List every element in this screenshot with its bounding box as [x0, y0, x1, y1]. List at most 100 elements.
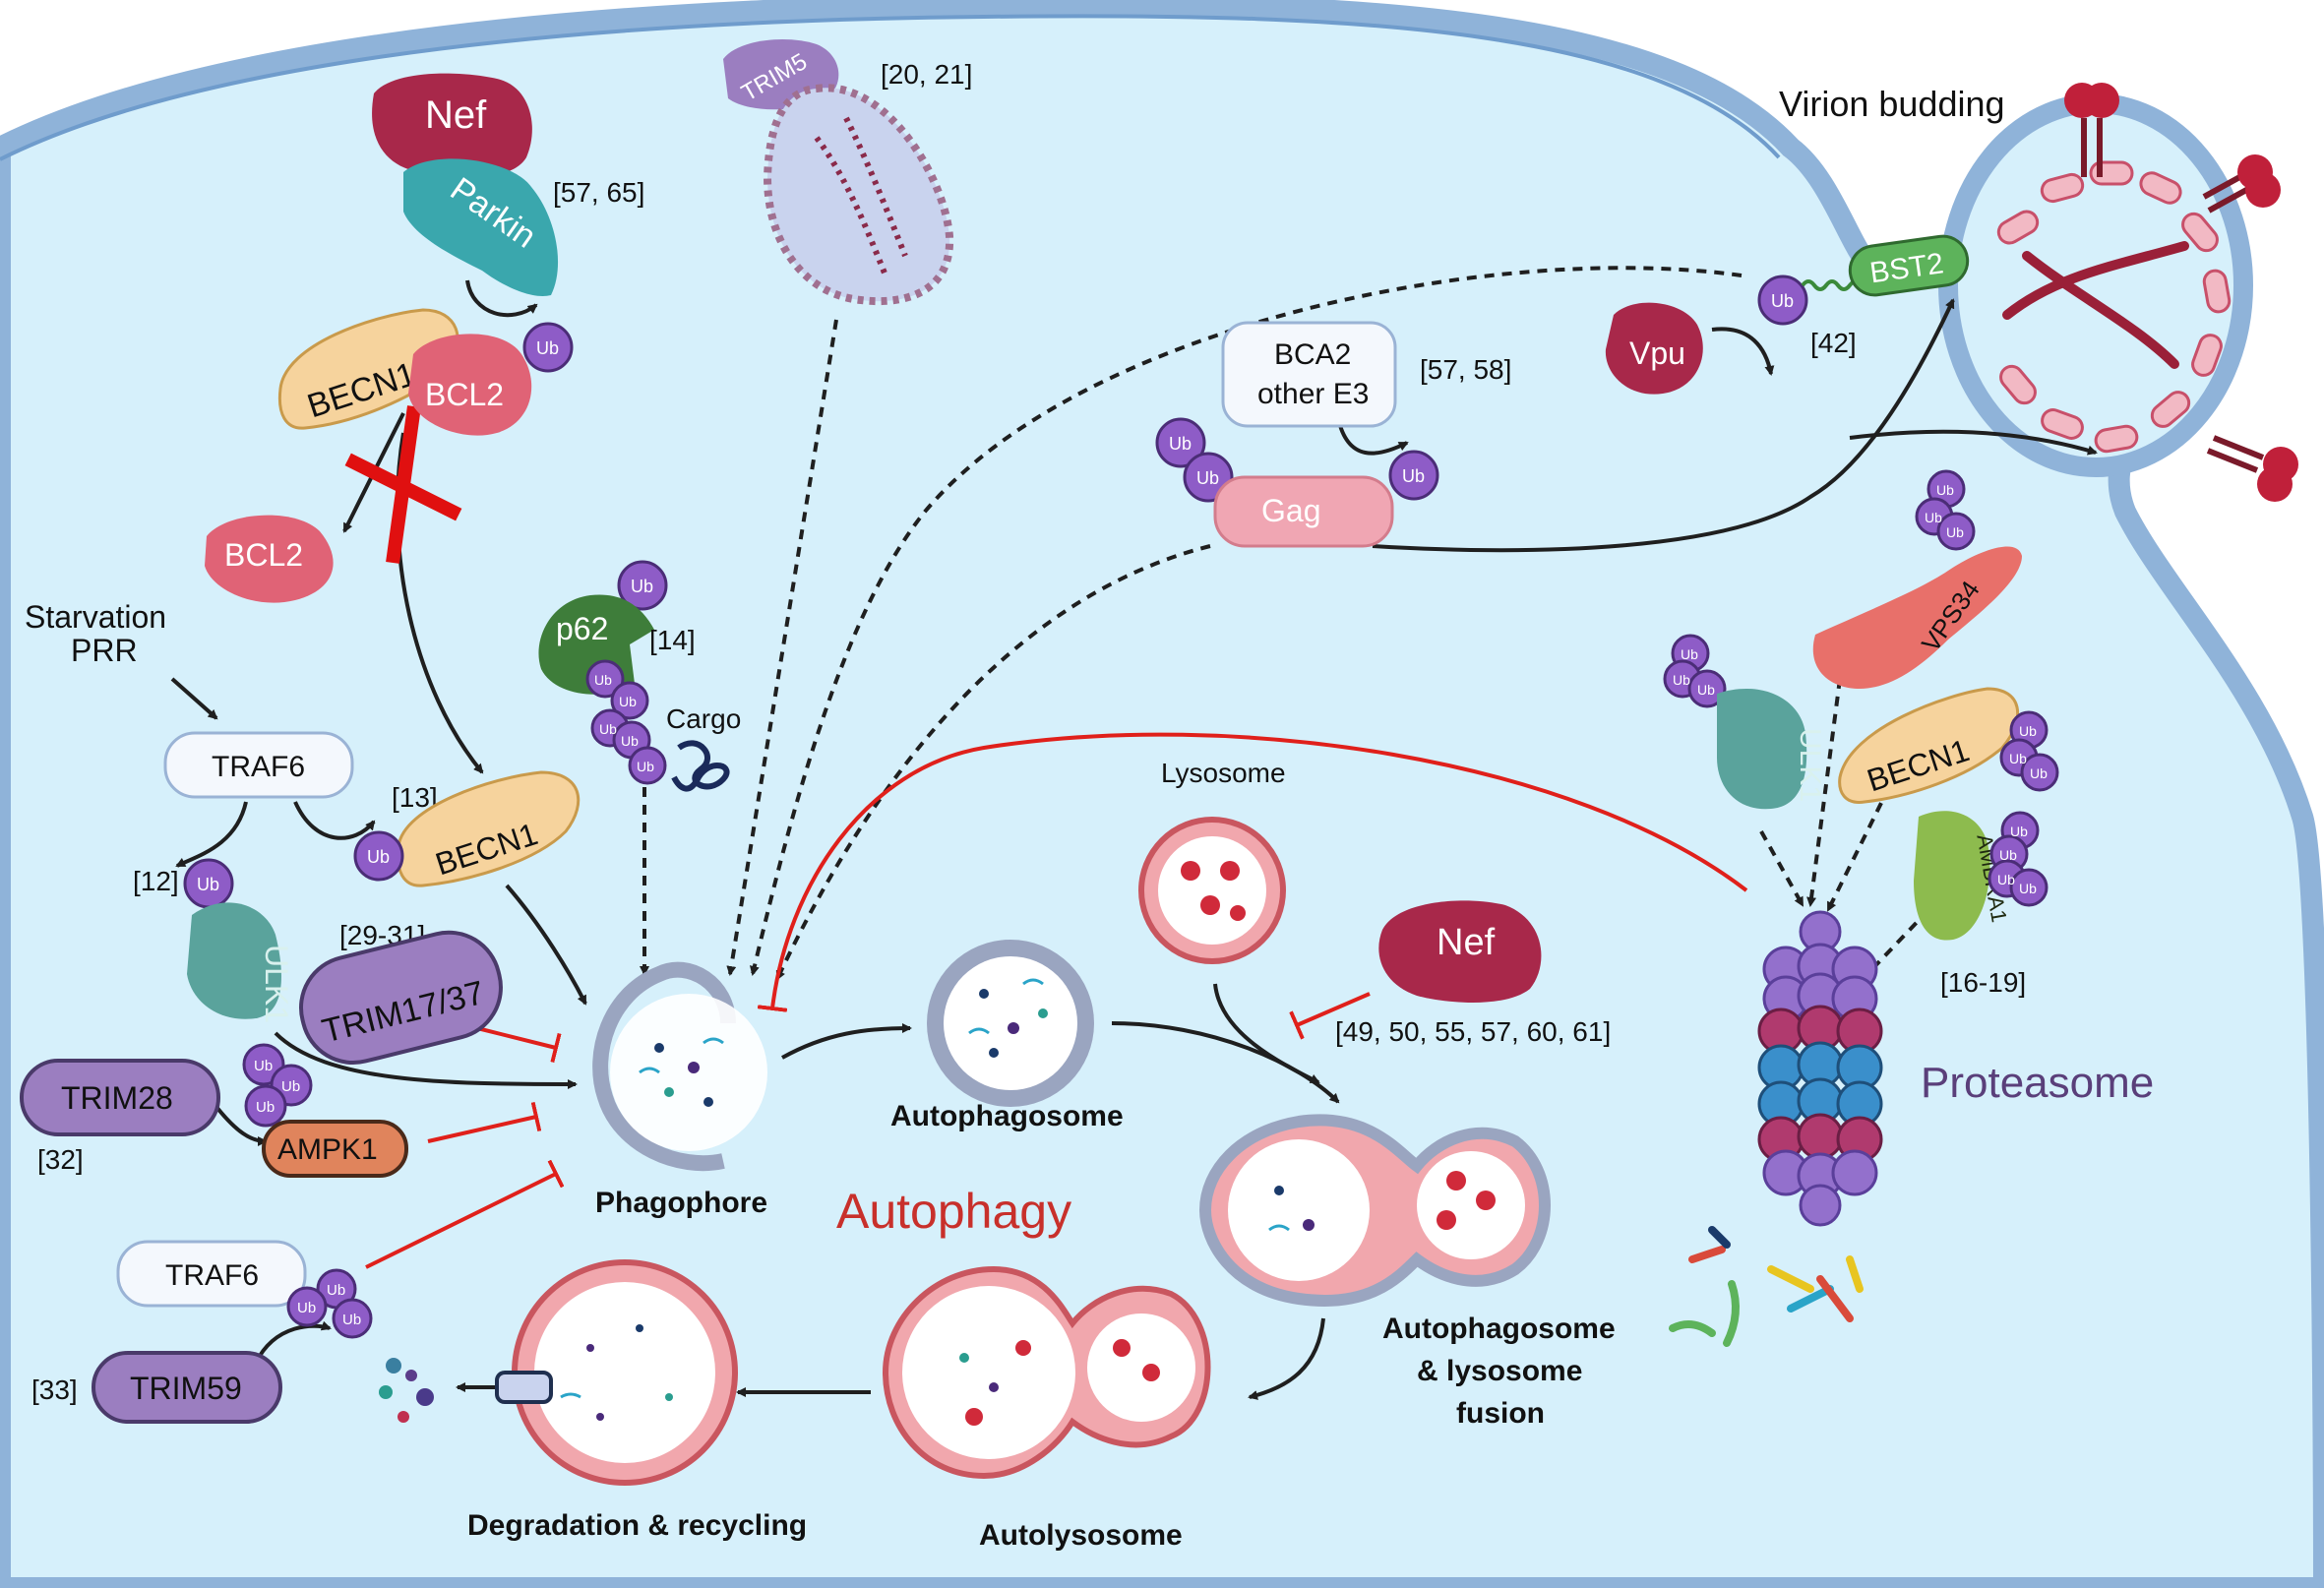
budding-virion-membrane: [1938, 93, 2253, 477]
degradation-lysosome: Degradation & recycling: [467, 1259, 807, 1542]
fusion-label-line2: & lysosome: [1417, 1355, 1582, 1387]
peptide-fragments: [1669, 1226, 1864, 1347]
inhibit-proteasome-phagophore: [757, 732, 1748, 1012]
ref-57-65: [57, 65]: [553, 177, 644, 208]
ub-ambra1: Ub Ub Ub Ub: [1988, 811, 2049, 907]
svg-text:Ub: Ub: [254, 1058, 273, 1074]
traf6-top: TRAF6: [163, 731, 354, 799]
ub-becn1-right: Ub Ub Ub: [1999, 710, 2059, 792]
svg-text:Ub: Ub: [619, 694, 637, 709]
arrow-bca2-ub: [1336, 417, 1409, 456]
env-spike-3: [2206, 435, 2298, 502]
fusion-label-line1: Autophagosome: [1382, 1313, 1616, 1345]
traf6-bottom-label: TRAF6: [165, 1259, 259, 1292]
ref-12: [12]: [133, 866, 179, 896]
arrow-gag-budding: [1849, 429, 2098, 456]
ulk1-left: ULK1: [187, 902, 294, 1023]
svg-text:Ub: Ub: [367, 847, 390, 867]
ub-vps34: Ub Ub Ub: [1915, 469, 1976, 551]
bca2-label-line1: BCA2: [1274, 338, 1351, 371]
ampk1: AMPK1: [262, 1120, 408, 1178]
viral-rna: [2002, 241, 2189, 369]
nef-top: Nef: [372, 73, 532, 177]
ref-20-21: [20, 21]: [881, 59, 972, 90]
arrow-phagophore-autophagosome: [781, 1023, 912, 1060]
lysosome: Lysosome: [1138, 758, 1286, 964]
arrow-traf6-becn1: [293, 801, 376, 840]
env-spike-1: [2064, 83, 2119, 177]
vpu: Vpu: [1605, 302, 1703, 395]
gag: Gag: [1213, 475, 1394, 548]
ub-gag-right: Ub: [1388, 450, 1439, 501]
ulk1-right: ULK1: [1717, 688, 1826, 810]
proteasome-cap-bottom: [1762, 1149, 1878, 1227]
svg-text:Ub: Ub: [1999, 847, 2017, 863]
autolysosome: Autolysosome: [882, 1265, 1211, 1552]
svg-text:Ub: Ub: [1169, 434, 1192, 454]
ub-parkin: Ub: [522, 322, 574, 373]
phagophore-cargo: [639, 1037, 724, 1107]
proteasome-label: Proteasome: [1921, 1059, 2154, 1107]
arrow-parkin-to-ub: [465, 279, 538, 318]
svg-text:Ub: Ub: [297, 1300, 316, 1316]
svg-text:Ub: Ub: [1681, 646, 1698, 662]
ub-becn1-mid: Ub: [353, 830, 404, 882]
red-x-dissociation: [344, 405, 462, 564]
autophagosome-lysosome-fusion: Autophagosome & lysosome fusion: [1198, 1114, 1616, 1430]
lysosome-label: Lysosome: [1161, 758, 1286, 788]
arrow-gag-virion: [1372, 298, 1955, 553]
degradation-products: [379, 1358, 434, 1423]
autophagy-label: Autophagy: [836, 1184, 1071, 1239]
ref-42: [42]: [1810, 328, 1857, 358]
trim17-37: TRIM17/37: [299, 930, 503, 1066]
ub-p62: Ub: [617, 560, 668, 611]
svg-text:Ub: Ub: [2009, 751, 2027, 766]
svg-text:Ub: Ub: [1936, 482, 1954, 498]
svg-text:Ub: Ub: [599, 721, 617, 737]
svg-text:Ub: Ub: [2019, 723, 2037, 739]
bcl2-left: BCL2: [205, 515, 334, 603]
gag-label: Gag: [1261, 493, 1320, 528]
svg-text:Ub: Ub: [594, 672, 612, 688]
arrow-ulk1-phagophore: [274, 1031, 578, 1089]
vpu-label: Vpu: [1629, 336, 1685, 371]
svg-text:Ub: Ub: [197, 875, 219, 894]
svg-text:Ub: Ub: [1673, 672, 1690, 688]
arrow-traf6-ulk1: [175, 801, 248, 868]
phagophore: Phagophore: [592, 961, 767, 1219]
ulk1-left-label: ULK1: [259, 945, 294, 1023]
arrow-becn1-phagophore: [505, 884, 587, 1006]
bst2: BST2: [1848, 234, 1970, 297]
svg-text:Ub: Ub: [2010, 824, 2028, 839]
bcl2-top: BCL2: [408, 334, 532, 436]
p62-label: p62: [556, 611, 608, 646]
svg-text:Ub: Ub: [1697, 682, 1715, 698]
virion-budding-label: Virion budding: [1779, 84, 2005, 124]
svg-text:Ub: Ub: [281, 1078, 300, 1095]
svg-text:Ub: Ub: [1771, 291, 1794, 311]
ref-32: [32]: [37, 1144, 84, 1175]
proteasome-ring-alpha1: [1757, 1005, 1883, 1055]
ub-bst2: Ub: [1757, 275, 1808, 326]
autophagosome: Autophagosome: [890, 940, 1124, 1132]
prr-label: PRR: [71, 633, 138, 668]
dashed-arrows: [640, 266, 1930, 981]
arrow-trim59-ub: [254, 1320, 332, 1364]
svg-text:Ub: Ub: [256, 1099, 275, 1116]
cargo-protein: [671, 740, 730, 792]
becn1-mid: BECN1: [396, 770, 581, 887]
arrow-bcl2-released: [342, 412, 405, 533]
nef-mid: Nef: [1378, 900, 1542, 1004]
starvation-label: Starvation: [25, 599, 166, 635]
svg-text:Ub: Ub: [621, 733, 639, 749]
svg-text:Ub: Ub: [631, 577, 653, 596]
proteasome-cap-top: [1762, 943, 1878, 1022]
ub-chain-p62: Ub Ub Ub Ub Ub: [585, 659, 667, 785]
fusion-label-line3: fusion: [1456, 1397, 1545, 1430]
dashed-bst2-phagophore: [749, 266, 1743, 976]
ub-ampk1: Ub Ub Ub: [242, 1043, 313, 1128]
bcl2-left-label: BCL2: [224, 537, 303, 573]
svg-text:Ub: Ub: [1997, 872, 2015, 887]
trim28-label: TRIM28: [61, 1080, 173, 1116]
